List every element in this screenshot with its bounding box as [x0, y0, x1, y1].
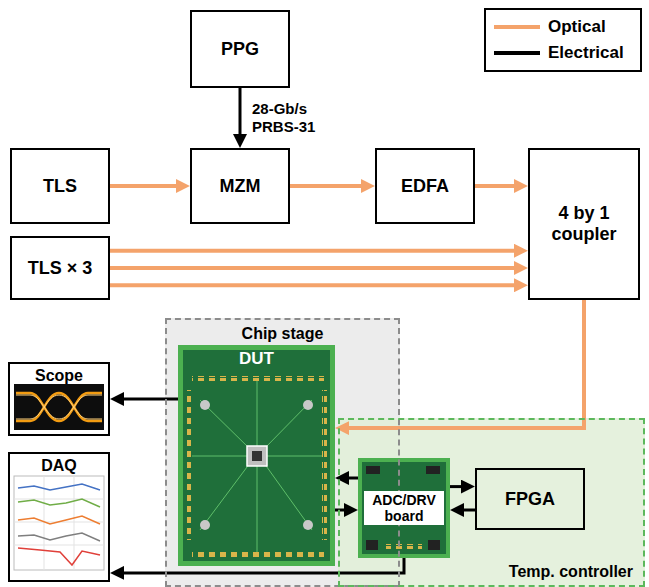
legend-line: [494, 51, 540, 55]
plot-grid: [14, 476, 104, 570]
plot-line: [18, 516, 100, 524]
electrical-link: [239, 88, 242, 138]
node-label: MZM: [220, 176, 261, 197]
pcb-pad-row: [192, 552, 324, 557]
adc-pcb: [360, 460, 448, 556]
pcb-pad-row: [192, 376, 324, 381]
electrical-link: [460, 509, 475, 512]
instrument-box: TLS: [10, 148, 110, 224]
node-label: 4 by 1 coupler: [536, 203, 632, 244]
node-label: Chip stage: [242, 325, 324, 343]
legend-line-sample: [492, 47, 542, 59]
stage-region: Chip stageDUT: [165, 318, 400, 587]
node-label: FPGA: [505, 489, 555, 510]
instrument-box: TLS × 3: [10, 236, 110, 300]
node-label: DAQ: [41, 457, 77, 475]
node-label: EDFA: [401, 176, 449, 197]
mounting-hole: [200, 520, 210, 530]
temp-controller-ground: [338, 418, 645, 587]
node-label: PPG: [221, 39, 259, 60]
plot-line: [18, 548, 100, 565]
electrical-link: [120, 558, 404, 573]
legend-line: [494, 25, 540, 29]
node-label: Scope: [35, 367, 83, 385]
pcb-component: [366, 540, 378, 550]
legend-entry: Electrical: [492, 40, 634, 66]
chip-die: [247, 446, 267, 466]
legend-label: Optical: [548, 17, 606, 37]
optical-link: [110, 184, 180, 188]
coupler-box: 4 by 1 coupler: [528, 148, 640, 300]
mounting-hole: [200, 400, 210, 410]
pcb-component: [426, 466, 440, 474]
eye-trace: [16, 395, 102, 419]
instrument-box: FPGA: [475, 468, 585, 530]
pcb-trace: [192, 381, 322, 552]
node-label: ADC/DRV board: [364, 491, 444, 525]
controller-region: Temp. controller ADC/DRV board FPGA: [338, 418, 645, 587]
electrical-link: [450, 485, 465, 488]
pcb-component: [366, 466, 380, 474]
driver-board: ADC/DRV board: [358, 458, 450, 558]
edge-label: 28-Gb/s PRBS-31: [252, 100, 330, 136]
node-label: TLS: [43, 176, 77, 197]
mounting-hole: [303, 520, 313, 530]
mounting-hole: [303, 400, 313, 410]
node-label: DUT: [239, 349, 274, 369]
eye-trace: [16, 393, 102, 421]
dut-pcb: [181, 348, 333, 564]
daq-box: DAQ: [8, 452, 110, 582]
electrical-link: [335, 509, 348, 512]
eye-trace: [16, 393, 102, 421]
pcb-pad-row: [187, 390, 192, 540]
node-label: Temp. controller: [509, 563, 633, 581]
optical-link: [110, 249, 518, 253]
optical-link: [110, 283, 518, 287]
legend-label: Electrical: [548, 43, 624, 63]
device-board: DUT: [178, 345, 335, 566]
optical-link: [475, 184, 518, 188]
legend-box: OpticalElectrical: [484, 8, 642, 72]
legend-entry: Optical: [492, 14, 634, 40]
legend-line-sample: [492, 21, 542, 33]
chip-core: [252, 451, 262, 461]
instrument-box: PPG: [190, 10, 290, 88]
pcb-component: [428, 540, 440, 550]
electrical-link: [345, 477, 358, 480]
node-label: TLS × 3: [28, 258, 93, 279]
plot-line: [18, 484, 100, 490]
pcb-pad-row: [322, 390, 327, 540]
plot-line: [18, 533, 100, 541]
pcb-pad-row: [386, 544, 422, 549]
daq-plot-area: [14, 476, 104, 570]
scope-screen: [14, 384, 104, 430]
electrical-link: [120, 398, 178, 401]
optical-link: [290, 184, 365, 188]
scope-box: Scope: [8, 362, 110, 436]
instrument-box: MZM: [190, 148, 290, 224]
instrument-box: EDFA: [375, 148, 475, 224]
optical-link: [110, 266, 518, 270]
plot-line: [18, 499, 100, 507]
